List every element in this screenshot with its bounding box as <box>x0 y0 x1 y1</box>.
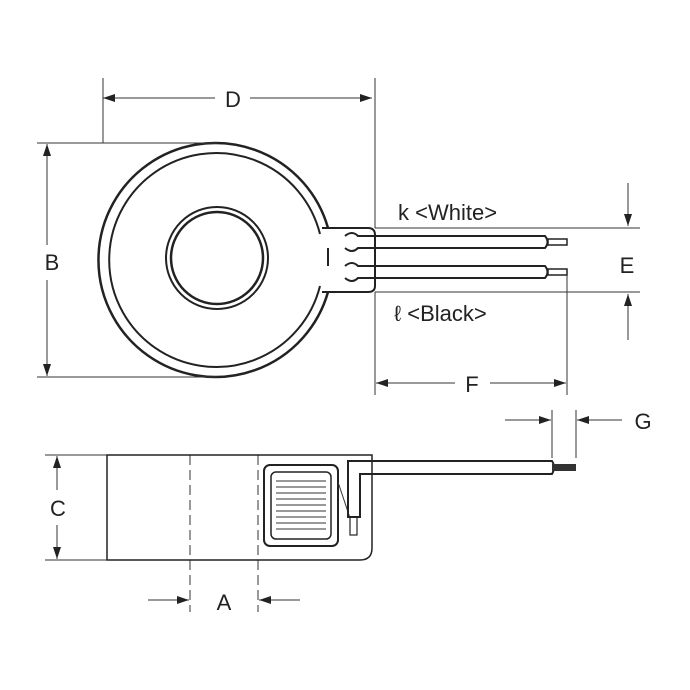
label-e: E <box>620 253 635 278</box>
label-f: F <box>465 372 478 397</box>
sensor-inner <box>270 471 332 540</box>
wire-l <box>344 262 568 282</box>
label-wire-l: ℓ <Black> <box>394 301 487 326</box>
hole-inner <box>169 210 265 306</box>
wire-tip <box>552 464 576 471</box>
lead-block <box>322 227 376 293</box>
label-c: C <box>50 496 66 521</box>
label-d: D <box>225 87 241 112</box>
side-view <box>106 454 576 561</box>
housing <box>106 454 373 561</box>
label-b: B <box>45 250 60 275</box>
lead-wire <box>347 460 555 518</box>
outer-ring <box>97 141 330 379</box>
sensor-outer <box>263 464 339 547</box>
dimension-lines <box>37 78 640 612</box>
label-g: G <box>634 409 651 434</box>
top-view <box>97 141 568 379</box>
label-a: A <box>217 590 232 615</box>
inner-ring <box>108 152 321 368</box>
hole-outer <box>165 206 269 310</box>
wire-k <box>344 232 568 252</box>
label-wire-k: k <White> <box>398 200 497 225</box>
